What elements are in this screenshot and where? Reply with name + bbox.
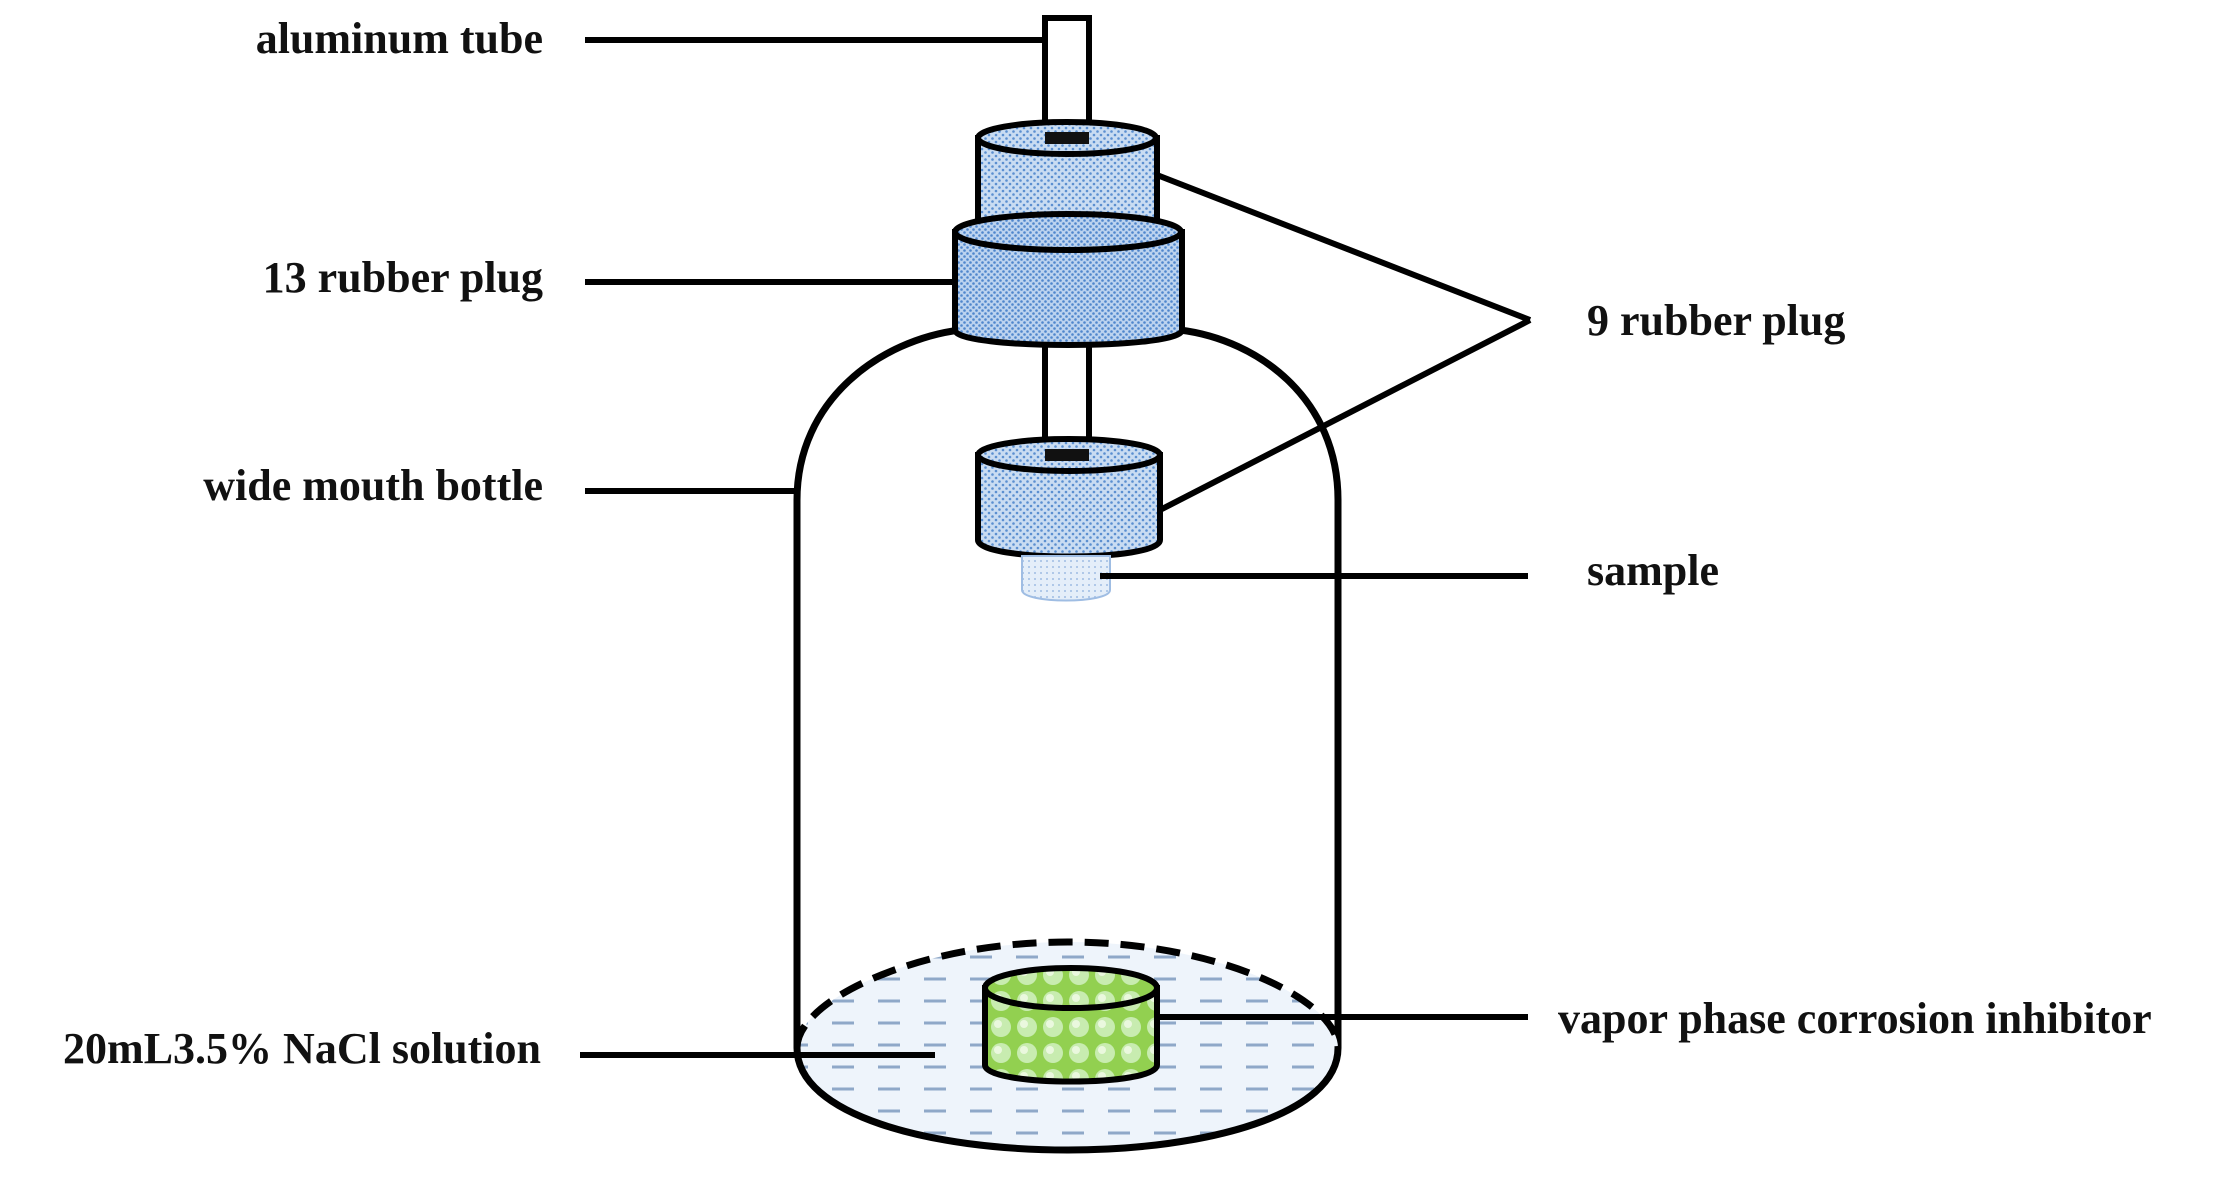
label-nacl-solution: 20mL3.5% NaCl solution bbox=[63, 1024, 541, 1073]
label-vapor-phase-corrosion-inhibitor: vapor phase corrosion inhibitor bbox=[1558, 994, 2152, 1043]
label-sample: sample bbox=[1587, 546, 1719, 595]
sample bbox=[1021, 555, 1111, 602]
rubber-plug-9-lower bbox=[975, 436, 1163, 560]
leader-lines bbox=[580, 37, 1532, 1058]
label-13-rubber-plug: 13 rubber plug bbox=[263, 253, 543, 302]
rubber-plug-13 bbox=[952, 211, 1185, 348]
label-aluminum-tube: aluminum tube bbox=[256, 14, 543, 63]
vapor-phase-corrosion-inhibitor bbox=[982, 965, 1160, 1085]
label-wide-mouth-bottle: wide mouth bottle bbox=[203, 461, 543, 510]
label-9-rubber-plug: 9 rubber plug bbox=[1587, 296, 1845, 345]
